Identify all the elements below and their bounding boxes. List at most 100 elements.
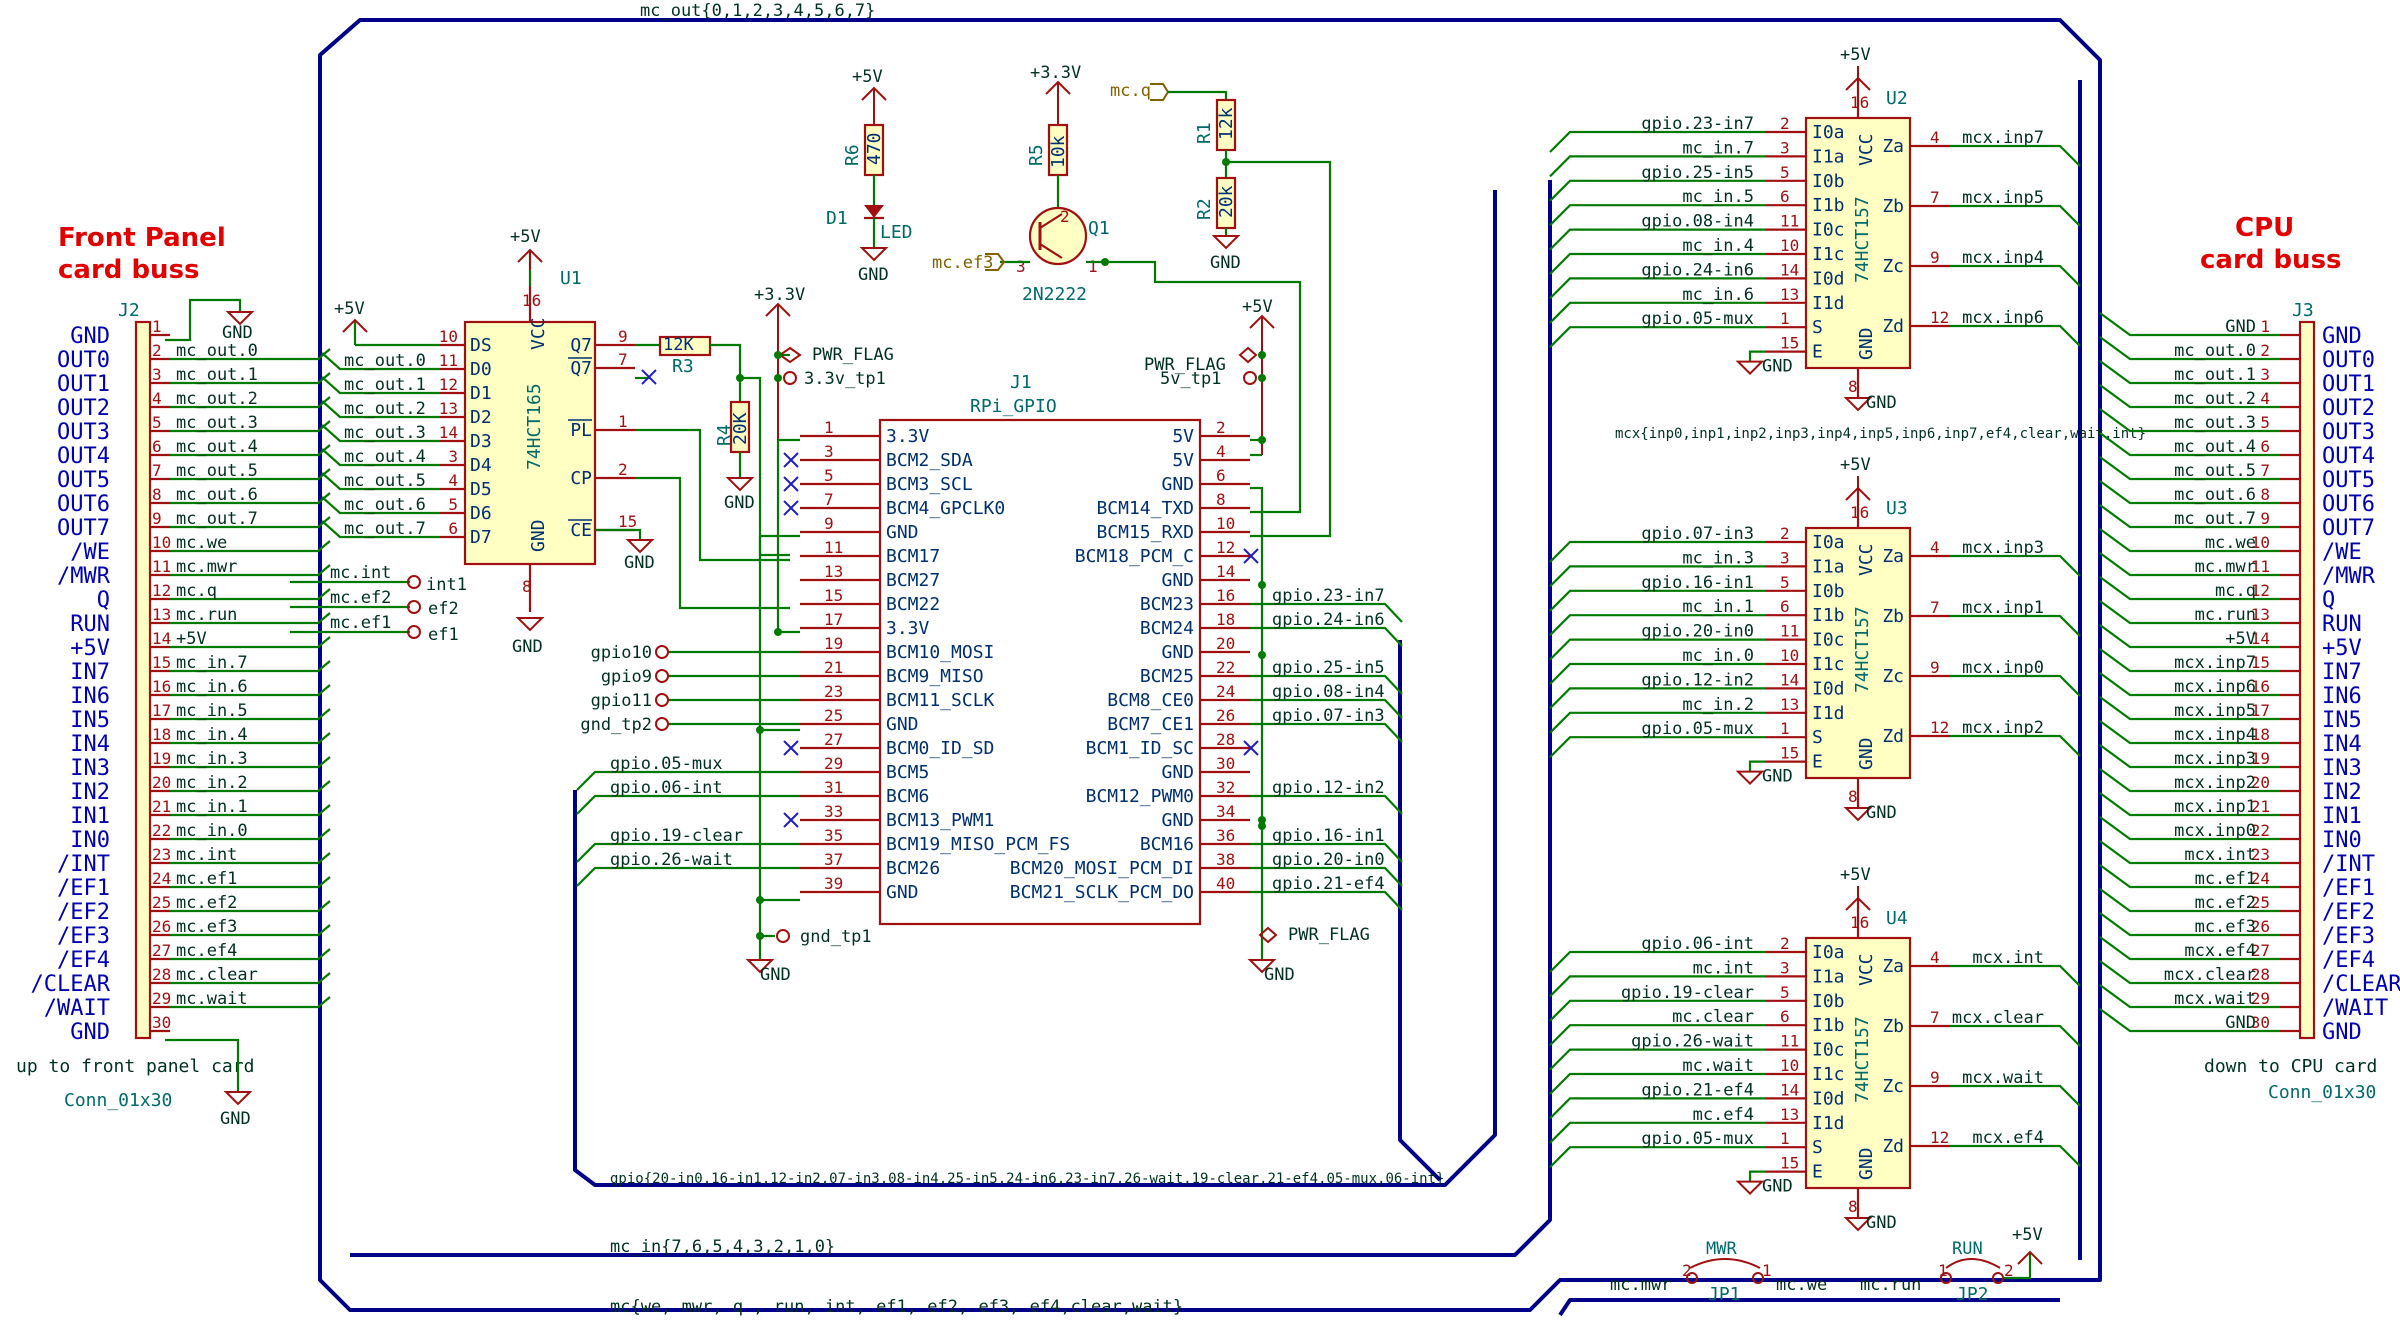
j1-testpoint-label: gpio10: [591, 643, 652, 663]
j3-desc: down to CPU card: [2204, 1056, 2377, 1077]
svg-text:5: 5: [1780, 983, 1790, 1002]
mux-pin-name: E: [1812, 342, 1823, 363]
mux-pin-name: Za: [1882, 546, 1904, 567]
mux-pin-name: I0b: [1812, 171, 1845, 192]
svg-text:21: 21: [824, 658, 843, 677]
j1-left-pin-name: GND: [886, 882, 919, 903]
mux-net-label: mc_in.6: [1682, 285, 1754, 305]
svg-text:17: 17: [824, 610, 843, 629]
svg-text:GND: GND: [528, 519, 549, 552]
j3-edge-label: IN6: [2322, 684, 2362, 709]
mux-net-label: gpio.21-ef4: [1641, 1080, 1754, 1100]
svg-text:36: 36: [1216, 826, 1235, 845]
j2-net-label: mc.run: [176, 605, 237, 625]
j1-net-label: gpio.06-int: [610, 778, 723, 798]
svg-text:26: 26: [2251, 917, 2270, 936]
mux-net-label: gpio.24-in6: [1641, 260, 1754, 280]
j2-edge-label: IN1: [70, 804, 110, 829]
j3-edge-label: RUN: [2322, 612, 2362, 637]
mux-net-label: gpio.12-in2: [1641, 670, 1754, 690]
svg-text:12: 12: [1216, 538, 1235, 557]
svg-text:LED: LED: [880, 222, 913, 243]
j1-left-pin-name: BCM9_MISO: [886, 666, 984, 687]
svg-text:5: 5: [824, 466, 834, 485]
svg-text:7: 7: [618, 350, 628, 369]
mux-net-label: gpio.05-mux: [1641, 719, 1754, 739]
j2-edge-label: /EF2: [57, 900, 110, 925]
j2-edge-label: OUT7: [57, 516, 110, 541]
mux-net-label: mc.clear: [1672, 1007, 1754, 1027]
svg-text:9: 9: [1930, 248, 1940, 267]
svg-text:27: 27: [824, 730, 843, 749]
j2-net-label: mc_out.3: [176, 413, 258, 433]
j2-net-label: mc_in.6: [176, 677, 248, 697]
svg-text:4: 4: [2260, 389, 2270, 408]
mux-pin-name: I0b: [1812, 581, 1845, 602]
svg-text:11: 11: [152, 557, 171, 576]
j2-edge-label: Q: [97, 588, 110, 613]
j2-edge-label: OUT6: [57, 492, 110, 517]
j1-value: RPi_GPIO: [970, 396, 1057, 417]
j2-net-label: mc_out.7: [176, 509, 258, 529]
svg-text:4: 4: [1930, 128, 1940, 147]
svg-text:31: 31: [824, 778, 843, 797]
svg-text:24: 24: [2251, 869, 2270, 888]
j1-net-label: gpio.08-in4: [1272, 682, 1385, 702]
svg-text:GND: GND: [220, 1109, 251, 1129]
svg-text:17: 17: [2251, 701, 2270, 720]
svg-text:13: 13: [1780, 695, 1799, 714]
j3-edge-label: /WE: [2322, 540, 2362, 565]
mux-net-label: gpio.26-wait: [1631, 1032, 1754, 1052]
svg-text:3: 3: [1780, 548, 1790, 567]
j2-net-label: mc.ef2: [176, 893, 237, 913]
svg-text:3: 3: [1780, 958, 1790, 977]
j2-net-label: mc.ef1: [176, 869, 237, 889]
j2-body: [134, 320, 152, 1040]
svg-text:16: 16: [2251, 677, 2270, 696]
svg-text:27: 27: [152, 941, 171, 960]
j2-edge-label: /EF1: [57, 876, 110, 901]
j1-left-pin-name: BCM11_SCLK: [886, 690, 995, 711]
j1-right-pin-name: GND: [1161, 474, 1194, 495]
mux-u2: U274HCT157VCCGND16+5V8GNDI0a2gpio.23-in7…: [1549, 45, 2081, 413]
svg-text:9: 9: [152, 509, 162, 528]
svg-text:12: 12: [1930, 308, 1949, 327]
svg-text:26: 26: [152, 917, 171, 936]
bus-label-gpio: gpio{20-in0,16-in1,12-in2,07-in3,08-in4,…: [610, 1171, 1444, 1187]
svg-text:14: 14: [1780, 670, 1799, 689]
j2-edge-label: IN6: [70, 684, 110, 709]
bus-label-mc: mc{we, mwr, q , run, int, ef1, ef2, ef3,…: [610, 1297, 1183, 1317]
svg-text:VCC: VCC: [1856, 133, 1877, 166]
mux-pin-name: I1a: [1812, 146, 1845, 167]
j3-net-label: mc.q: [2215, 581, 2256, 601]
mux-pin-name: S: [1812, 1137, 1823, 1158]
u1-net-label: mc_out.2: [344, 399, 426, 419]
j1-right-pin-name: BCM7_CE1: [1107, 714, 1194, 735]
svg-text:7: 7: [824, 490, 834, 509]
svg-text:3: 3: [2260, 365, 2270, 384]
svg-text:22: 22: [2251, 821, 2270, 840]
svg-text:6: 6: [152, 437, 162, 456]
svg-text:28: 28: [152, 965, 171, 984]
svg-text:25: 25: [2251, 893, 2270, 912]
svg-text:GND: GND: [222, 323, 253, 343]
j1-right-pin-name: BCM24: [1140, 618, 1194, 639]
svg-text:19: 19: [2251, 749, 2270, 768]
mux-pin-name: I0a: [1812, 122, 1845, 143]
svg-text:+3.3V: +3.3V: [1030, 63, 1081, 83]
svg-text:16: 16: [1216, 586, 1235, 605]
j1-net-label: gpio.21-ef4: [1272, 874, 1385, 894]
mux-net-label: mcx.inp1: [1962, 598, 2044, 618]
svg-text:15: 15: [618, 512, 637, 531]
svg-text:GND: GND: [1866, 803, 1897, 823]
svg-text:20: 20: [1216, 634, 1235, 653]
mux-net-label: mc_in.5: [1682, 187, 1754, 207]
svg-text:2: 2: [1780, 524, 1790, 543]
j2-net-label: mc_in.1: [176, 797, 248, 817]
u1-ref: U1: [560, 268, 582, 289]
svg-text:+5V: +5V: [1840, 455, 1871, 475]
